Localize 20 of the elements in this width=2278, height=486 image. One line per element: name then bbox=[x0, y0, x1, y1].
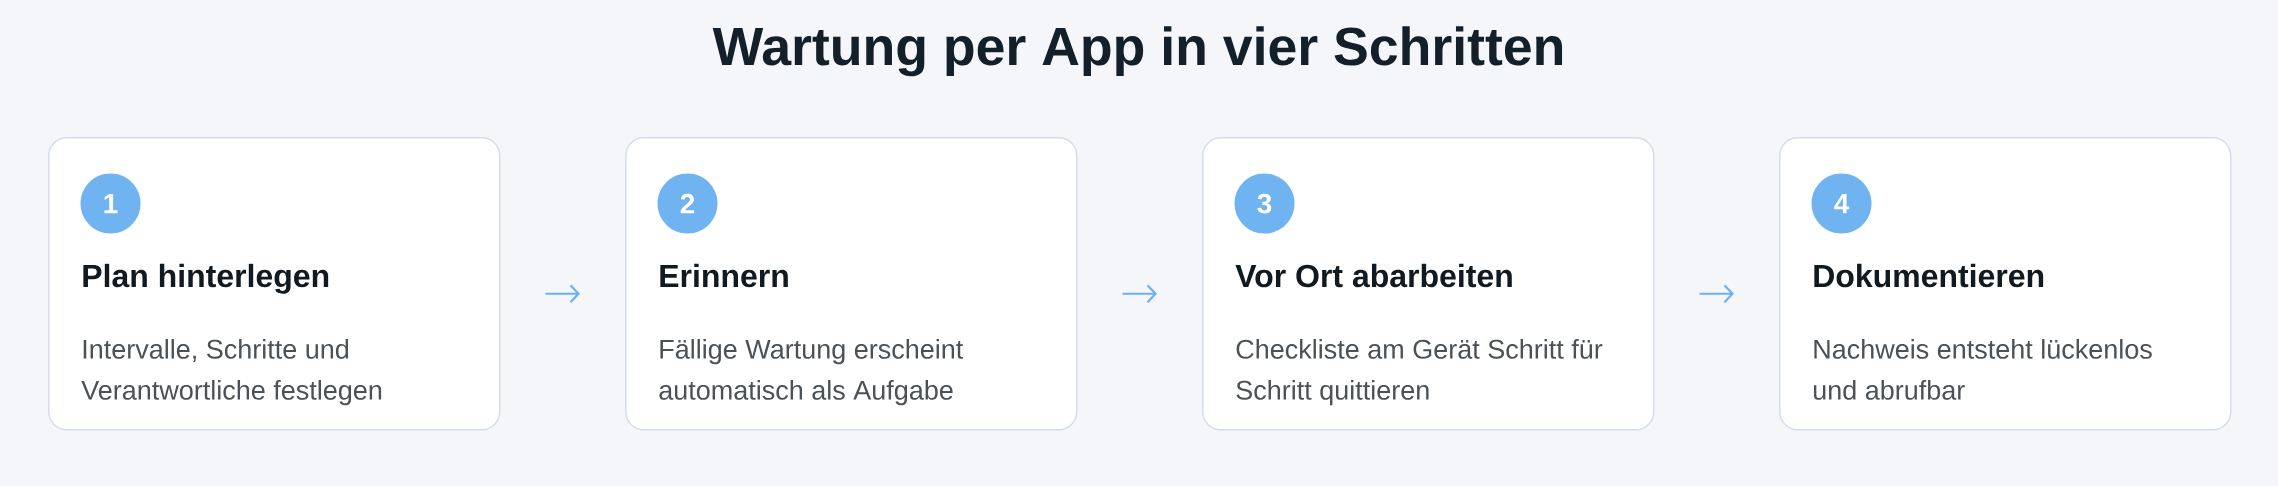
step-number: 4 bbox=[1811, 173, 1872, 234]
step-heading: Erinnern bbox=[660, 263, 788, 288]
step-heading: Dokumentieren bbox=[1814, 263, 2044, 288]
step-number: 3 bbox=[1234, 173, 1295, 234]
step-description: Nachweis entsteht lückenlos und abrufbar bbox=[1813, 339, 2152, 400]
title: Wartung per App in vier Schritten bbox=[712, 26, 1563, 77]
arrow bbox=[1122, 284, 1157, 303]
step-card bbox=[1202, 137, 1655, 431]
step-description: Intervalle, Schritte und Verantwortliche festlegen bbox=[81, 339, 382, 406]
step-heading: Vor Ort abarbeiten bbox=[1235, 263, 1512, 288]
step-number: 1 bbox=[80, 173, 141, 234]
step-card bbox=[1779, 137, 2232, 431]
step-card bbox=[625, 137, 1078, 431]
step-description: Fällige Wartung erscheint automatisch als Aufgabe bbox=[659, 339, 964, 406]
step-card bbox=[48, 137, 501, 431]
arrow bbox=[1699, 284, 1734, 303]
step-description: Checkliste am Gerät Schritt für Schritt quittieren bbox=[1236, 339, 1603, 406]
arrow bbox=[545, 284, 581, 303]
step-heading: Plan hinterlegen bbox=[83, 263, 329, 294]
step-number: 2 bbox=[657, 173, 718, 234]
